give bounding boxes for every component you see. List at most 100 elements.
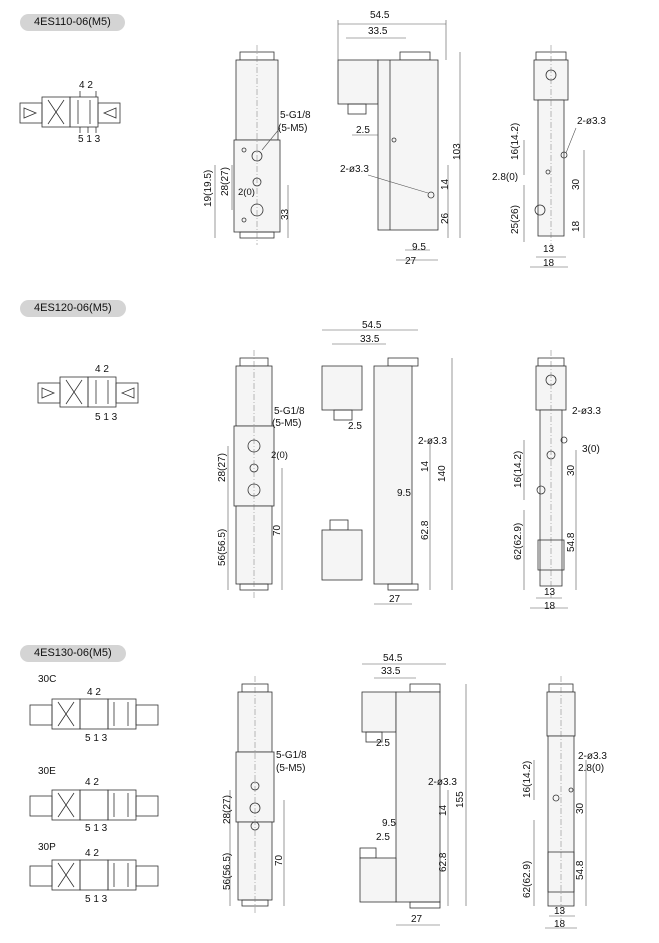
dim-label: 14 — [438, 804, 449, 816]
dim-label: 18 — [544, 601, 556, 612]
right-view-130 — [533, 676, 587, 929]
dim-label: 2.5 — [356, 125, 370, 136]
dim-label: 33.5 — [381, 666, 401, 677]
dim-label: 27 — [411, 914, 423, 925]
dim-label: 2.8(0) — [578, 763, 605, 774]
dim-label: 54.8 — [575, 860, 586, 880]
dim-label: 14 — [420, 460, 431, 472]
dim-label: 62(62.9) — [513, 522, 524, 560]
port-label-top: 4 2 — [85, 848, 99, 859]
port-label-top: 4 2 — [79, 80, 93, 91]
dim-label: 18 — [554, 919, 566, 930]
variant-label-30c: 30C — [38, 674, 57, 685]
port-note: 5-G1/8 — [280, 110, 311, 121]
port-label-top: 4 2 — [95, 364, 109, 375]
front-view-120 — [227, 350, 283, 598]
valve-symbol-120 — [37, 376, 139, 408]
dim-label: 33 — [280, 208, 291, 220]
right-view-120 — [523, 350, 577, 609]
dim-label: 16(14.2) — [513, 450, 524, 488]
dim-label: 140 — [437, 465, 448, 482]
side-view-120 — [321, 329, 453, 605]
dim-label: 13 — [554, 906, 566, 917]
port-label-bottom: 5 1 3 — [85, 823, 108, 834]
port-note-2: (5-M5) — [272, 418, 302, 429]
port-note-2: (5-M5) — [278, 123, 308, 134]
port-label-top: 4 2 — [85, 777, 99, 788]
dim-label: 62.8 — [420, 520, 431, 540]
model-tag-120: 4ES120-06(M5) — [20, 300, 126, 317]
valve-symbol-30c — [29, 698, 159, 730]
port-note-2: (5-M5) — [276, 763, 306, 774]
front-view-130 — [229, 676, 285, 914]
dim-label: 33.5 — [360, 334, 380, 345]
dim-label: 28(27) — [222, 795, 233, 824]
dim-label: 155 — [455, 791, 466, 808]
valve-symbol-30e — [29, 789, 159, 821]
port-note: 5-G1/8 — [276, 750, 307, 761]
dim-label: 56(56.5) — [217, 528, 228, 566]
variant-label-30p: 30P — [38, 842, 56, 853]
port-note: 5-G1/8 — [274, 406, 305, 417]
dim-label: 2-ø3.3 — [428, 777, 457, 788]
dim-label: 2(0) — [238, 187, 255, 198]
dim-label: 62.8 — [438, 852, 449, 872]
dim-label: 9.5 — [412, 242, 426, 253]
dim-label: 103 — [452, 143, 463, 160]
dim-label: 14 — [440, 178, 451, 190]
dim-label: 2.5 — [348, 421, 362, 432]
dim-label: 16(14.2) — [510, 122, 521, 160]
dim-label: 54.5 — [383, 653, 403, 664]
model-tag-130: 4ES130-06(M5) — [20, 645, 126, 662]
dim-label: 9.5 — [397, 488, 411, 499]
dim-label: 13 — [543, 244, 555, 255]
dim-label: 70 — [272, 524, 283, 536]
port-label-top: 4 2 — [87, 687, 101, 698]
dim-label: 30 — [571, 178, 582, 190]
front-view-110 — [214, 45, 289, 245]
valve-symbol-110 — [19, 91, 121, 133]
dim-label: 2.8(0) — [492, 172, 519, 183]
dim-label: 28(27) — [220, 167, 231, 196]
dim-label: 54.5 — [370, 10, 390, 21]
dim-label: 56(56.5) — [222, 852, 233, 890]
port-label-bottom: 5 1 3 — [85, 733, 108, 744]
dim-label: 62(62.9) — [522, 860, 533, 898]
dim-label: 2.5 — [376, 832, 390, 843]
port-label-bottom: 5 1 3 — [95, 412, 118, 423]
dim-label: 54.8 — [566, 532, 577, 552]
dim-label: 18 — [571, 220, 582, 232]
dim-label: 2.5 — [376, 738, 390, 749]
dim-label: 13 — [544, 587, 556, 598]
dim-label: 19(19.5) — [203, 169, 214, 207]
dim-label: 27 — [405, 256, 417, 267]
dim-label: 70 — [274, 854, 285, 866]
dim-label: 2-ø3.3 — [572, 406, 601, 417]
dim-label: 2-ø3.3 — [578, 751, 607, 762]
dim-label: 54.5 — [362, 320, 382, 331]
dim-label: 2-ø3.3 — [340, 164, 369, 175]
variant-label-30e: 30E — [38, 766, 56, 777]
model-tag-110: 4ES110-06(M5) — [20, 14, 125, 31]
dim-label: 3(0) — [582, 444, 600, 455]
port-label-bottom: 5 1 3 — [78, 134, 101, 145]
side-view-110 — [337, 20, 461, 261]
dim-label: 28(27) — [217, 453, 228, 482]
dim-label: 9.5 — [382, 818, 396, 829]
dim-label: 25(26) — [510, 205, 521, 234]
dim-label: 26 — [440, 212, 451, 224]
dim-label: 2-ø3.3 — [418, 436, 447, 447]
dim-label: 2-ø3.3 — [577, 116, 606, 127]
dim-label: 30 — [575, 802, 586, 814]
port-label-bottom: 5 1 3 — [85, 894, 108, 905]
dim-label: 30 — [566, 464, 577, 476]
dim-label: 2(0) — [271, 450, 288, 461]
valve-symbol-30p — [29, 859, 159, 891]
side-view-130 — [359, 663, 467, 926]
dim-label: 18 — [543, 258, 555, 269]
dim-label: 33.5 — [368, 26, 388, 37]
dim-label: 16(14.2) — [522, 760, 533, 798]
dim-label: 27 — [389, 594, 401, 605]
right-view-110 — [523, 45, 585, 268]
